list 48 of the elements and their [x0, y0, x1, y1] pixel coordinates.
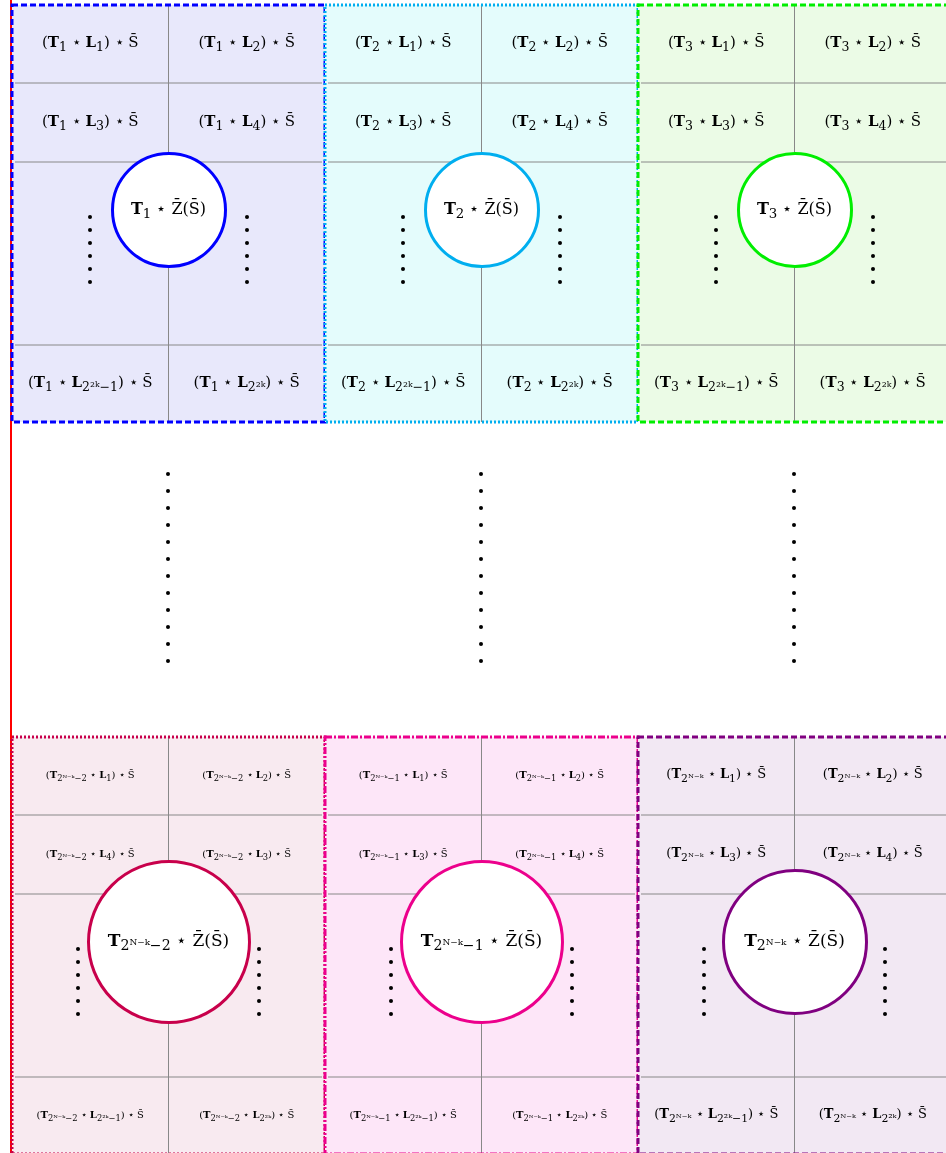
- formula-circle: T$_{2ᴺ⁻ᵏ}$ ⋆ Z̄(S̄): [721, 869, 868, 1015]
- formula-text: (T$_{2ᴺ⁻ᵏ}$ ⋆ L$_{3}$) ⋆ S̄: [666, 845, 767, 864]
- formula-text: (T$_{2}$ ⋆ L$_{3}$) ⋆ S̄: [354, 112, 452, 133]
- formula-text: (T$_{2}$ ⋆ L$_{2²ᵏ}$) ⋆ S̄: [506, 373, 613, 394]
- formula-text: (T$_{3}$ ⋆ L$_{4}$) ⋆ S̄: [824, 112, 922, 133]
- formula-text: (T$_{2ᴺ⁻ᵏ−1}$ ⋆ L$_{2²ᵏ−1}$) ⋆ S̄: [349, 1108, 457, 1123]
- formula-text: (T$_{2ᴺ⁻ᵏ−2}$ ⋆ L$_{3}$) ⋆ S̄: [202, 847, 292, 862]
- formula-text: (T$_{3}$ ⋆ L$_{2²ᵏ}$) ⋆ S̄: [819, 373, 926, 394]
- formula-text: (T$_{1}$ ⋆ L$_{1}$) ⋆ S̄: [41, 34, 139, 54]
- formula-text: (T$_{2ᴺ⁻ᵏ−2}$ ⋆ L$_{1}$) ⋆ S̄: [45, 768, 135, 784]
- formula-text: (T$_{2ᴺ⁻ᵏ−1}$ ⋆ L$_{1}$) ⋆ S̄: [358, 768, 448, 784]
- formula-text: (T$_{2ᴺ⁻ᵏ}$ ⋆ L$_{2}$) ⋆ S̄: [822, 767, 923, 785]
- group-frame: [325, 5, 638, 422]
- formula-text: (T$_{2ᴺ⁻ᵏ−2}$ ⋆ L$_{2²ᵏ−1}$) ⋆ S̄: [36, 1108, 144, 1123]
- formula-text: (T$_{2ᴺ⁻ᵏ}$ ⋆ L$_{2²ᵏ}$) ⋆ S̄: [818, 1106, 927, 1125]
- formula-text: (T$_{3}$ ⋆ L$_{2}$) ⋆ S̄: [824, 34, 922, 54]
- formula-text: (T$_{2ᴺ⁻ᵏ}$ ⋆ L$_{4}$) ⋆ S̄: [822, 845, 923, 864]
- formula-circle: T$_{3}$ ⋆ Z̄(S̄): [736, 152, 853, 268]
- formula-circle: T$_{1}$ ⋆ Z̄(S̄): [110, 152, 227, 268]
- formula-text: (T$_{2ᴺ⁻ᵏ}$ ⋆ L$_{1}$) ⋆ S̄: [666, 767, 767, 785]
- group-frame: [12, 5, 325, 422]
- formula-text: (T$_{2ᴺ⁻ᵏ−1}$ ⋆ L$_{4}$) ⋆ S̄: [515, 847, 605, 862]
- group-frame: [638, 737, 946, 1153]
- group-frame: [325, 737, 638, 1153]
- formula-text: (T$_{2}$ ⋆ L$_{2²ᵏ−1}$) ⋆ S̄: [340, 373, 466, 394]
- formula-text: (T$_{2ᴺ⁻ᵏ}$ ⋆ L$_{2²ᵏ−1}$) ⋆ S̄: [654, 1106, 779, 1125]
- formula-text: (T$_{1}$ ⋆ L$_{2²ᵏ−1}$) ⋆ S̄: [27, 373, 153, 394]
- formula-text: (T$_{2ᴺ⁻ᵏ−1}$ ⋆ L$_{3}$) ⋆ S̄: [358, 847, 448, 862]
- formula-text: (T$_{1}$ ⋆ L$_{4}$) ⋆ S̄: [198, 112, 296, 133]
- formula-text: (T$_{2}$ ⋆ L$_{1}$) ⋆ S̄: [354, 34, 452, 54]
- formula-text: (T$_{3}$ ⋆ L$_{1}$) ⋆ S̄: [667, 34, 765, 54]
- group-frame: [638, 5, 946, 422]
- formula-text: (T$_{1}$ ⋆ L$_{2}$) ⋆ S̄: [198, 34, 296, 54]
- formula-text: (T$_{2ᴺ⁻ᵏ−1}$ ⋆ L$_{2²ᵏ}$) ⋆ S̄: [512, 1108, 608, 1123]
- group-frame: [12, 737, 325, 1153]
- formula-text: (T$_{2ᴺ⁻ᵏ−2}$ ⋆ L$_{2}$) ⋆ S̄: [202, 768, 292, 784]
- formula-text: (T$_{2ᴺ⁻ᵏ−2}$ ⋆ L$_{4}$) ⋆ S̄: [45, 847, 135, 862]
- formula-text: (T$_{1}$ ⋆ L$_{2²ᵏ}$) ⋆ S̄: [193, 373, 300, 394]
- formula-circle: T$_{2ᴺ⁻ᵏ−1}$ ⋆ Z̄(S̄): [399, 860, 564, 1024]
- formula-text: (T$_{3}$ ⋆ L$_{3}$) ⋆ S̄: [667, 112, 765, 133]
- formula-text: (T$_{1}$ ⋆ L$_{3}$) ⋆ S̄: [41, 112, 139, 133]
- formula-text: (T$_{2ᴺ⁻ᵏ−1}$ ⋆ L$_{2}$) ⋆ S̄: [515, 768, 605, 784]
- formula-circle: T$_{2}$ ⋆ Z̄(S̄): [423, 152, 540, 268]
- formula-text: (T$_{2}$ ⋆ L$_{4}$) ⋆ S̄: [511, 112, 609, 133]
- formula-circle: T$_{2ᴺ⁻ᵏ−2}$ ⋆ Z̄(S̄): [86, 860, 251, 1024]
- formula-text: (T$_{2ᴺ⁻ᵏ−2}$ ⋆ L$_{2²ᵏ}$) ⋆ S̄: [199, 1108, 295, 1123]
- formula-text: (T$_{2}$ ⋆ L$_{2}$) ⋆ S̄: [511, 34, 609, 54]
- formula-text: (T$_{3}$ ⋆ L$_{2²ᵏ−1}$) ⋆ S̄: [653, 373, 779, 394]
